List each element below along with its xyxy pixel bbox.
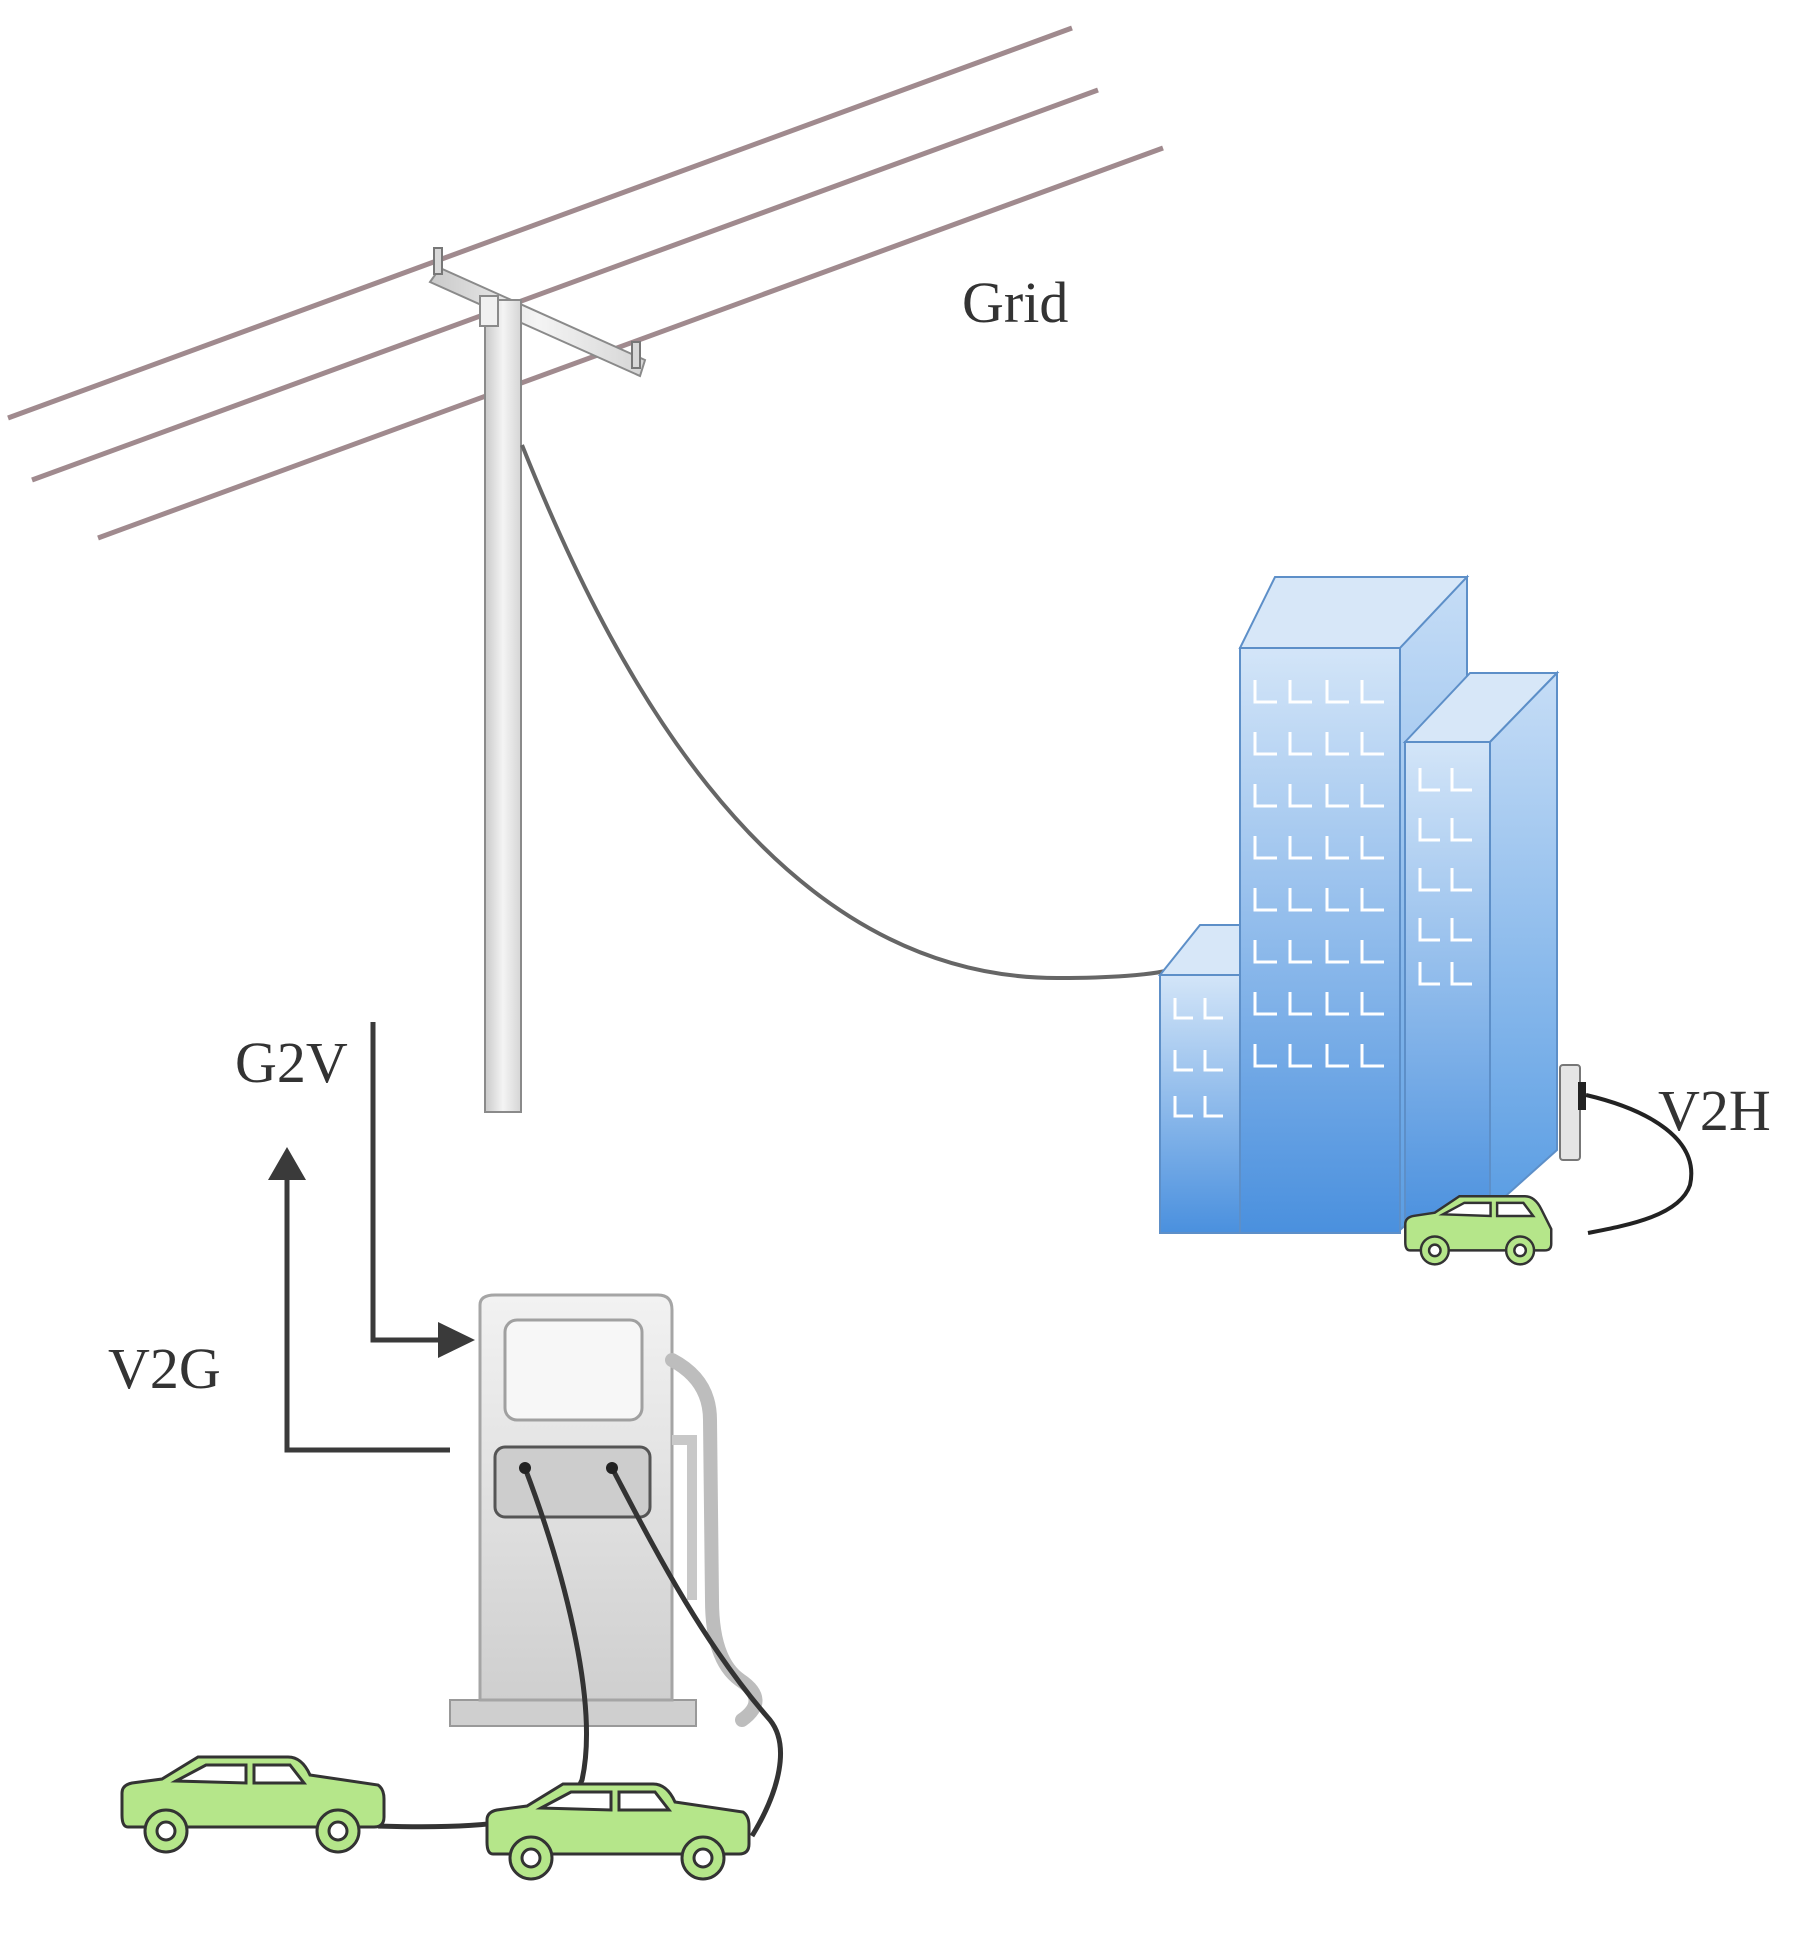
g2v-label: G2V bbox=[235, 1030, 348, 1095]
building-windows bbox=[1173, 680, 1472, 1118]
v2g-arrowhead bbox=[268, 1147, 306, 1180]
v2h-label: V2H bbox=[1658, 1078, 1771, 1143]
v2h-cable bbox=[1585, 1093, 1694, 1235]
power-line-2 bbox=[31, 87, 1099, 483]
g2v-arrow bbox=[370, 1022, 465, 1345]
utility-pole-icon bbox=[428, 247, 647, 1113]
v2g-label: V2G bbox=[108, 1336, 221, 1401]
charging-station-icon bbox=[449, 1293, 763, 1727]
wall-charger-icon bbox=[1559, 1064, 1586, 1161]
grid-label: Grid bbox=[962, 270, 1068, 335]
car-icon bbox=[120, 1755, 386, 1854]
station-cable-1 bbox=[377, 1467, 589, 1830]
car-icon bbox=[1404, 1195, 1553, 1266]
power-line-1 bbox=[7, 25, 1073, 421]
pole-to-building-cable bbox=[520, 444, 1171, 981]
power-line-3 bbox=[97, 145, 1164, 541]
station-cable-2 bbox=[609, 1466, 783, 1838]
car-icon bbox=[485, 1782, 751, 1881]
building-icon bbox=[1157, 574, 1560, 1234]
power-lines bbox=[7, 25, 1164, 541]
g2v-arrowhead bbox=[438, 1322, 475, 1358]
v2g-arrow bbox=[282, 1155, 450, 1453]
